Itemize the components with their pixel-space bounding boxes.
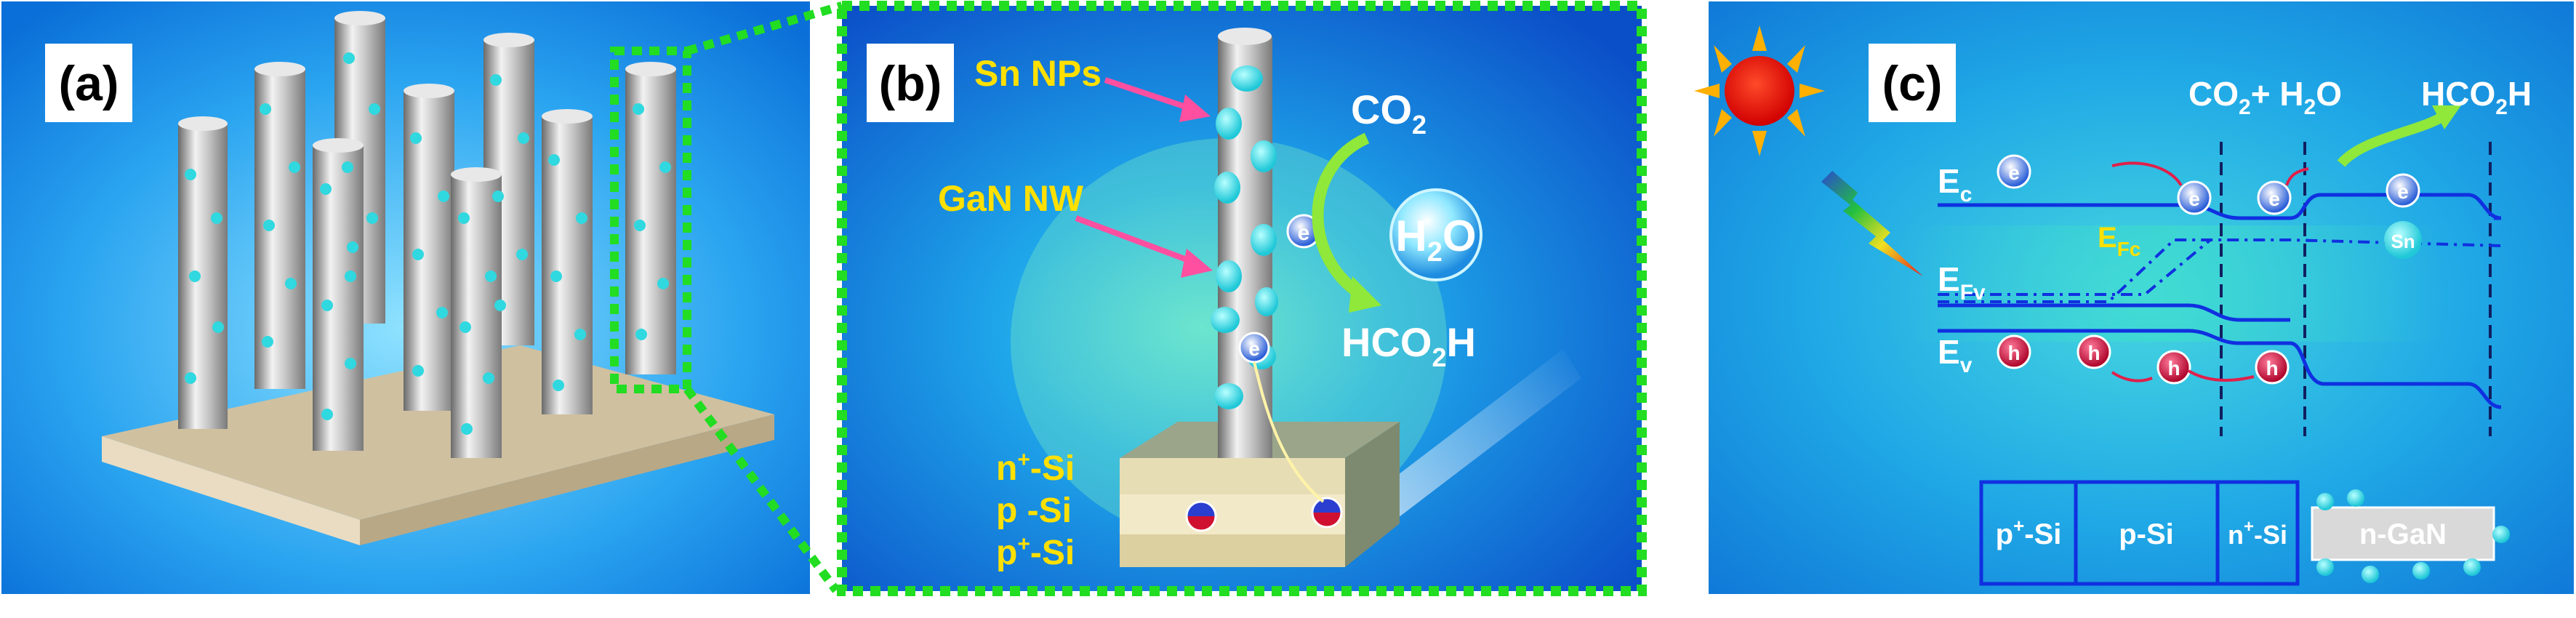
band-electrons: e e e e (1997, 154, 2420, 215)
svg-text:e: e (1298, 221, 1310, 245)
gan-nw-label: GaN NW (938, 178, 1084, 219)
band-diagram (1938, 193, 2502, 409)
reaction-electron: e (1286, 214, 1321, 249)
ev-label: Ev (1938, 333, 1973, 377)
svg-text:h: h (2087, 342, 2100, 364)
valence-band (1938, 329, 2502, 409)
svg-text:h: h (2007, 342, 2020, 364)
reaction-arrow (1312, 132, 1371, 303)
layer-label-p-plus: p+-Si (996, 532, 1075, 572)
co2-h2o-label: CO2+ H2O (2188, 75, 2342, 119)
band-lower-edge (1938, 303, 2290, 322)
box-n-plus-label: n+-Si (2228, 517, 2287, 550)
panel-c: e e e e Sn h h h h (1694, 1, 2574, 594)
panel-c-label: (c) (1882, 56, 1942, 111)
panel-c-label-box (1869, 44, 1956, 122)
sn-particle: Sn (2384, 221, 2422, 259)
conduction-band (1938, 193, 2502, 220)
panel-a: (a) (1, 1, 810, 594)
electron-hole-pair-2 (1311, 497, 1343, 529)
layer-label-p: p -Si (996, 491, 1072, 530)
ec-label: Ec (1938, 162, 1972, 206)
reaction-arrow-c (2337, 111, 2446, 167)
efc-line (1938, 238, 2502, 303)
panel-a-label-box (45, 44, 132, 122)
gan-nw-arrow (1075, 215, 1194, 265)
panel-b-label-box (867, 44, 954, 122)
box-n-plus-si (2215, 480, 2300, 586)
nanowire-array (178, 11, 676, 458)
quasi-fermi-levels (1938, 238, 2502, 303)
panel-b-border (837, 1, 1647, 596)
svg-text:h: h (2167, 357, 2180, 380)
device-structure (1979, 480, 2510, 586)
svg-text:Sn: Sn (2391, 230, 2415, 252)
box-n-gan (2311, 506, 2495, 561)
sn-nanoparticles (185, 52, 671, 435)
zoom-line-bottom (683, 386, 840, 593)
block-side (1345, 422, 1400, 567)
panel-a-label: (a) (58, 56, 119, 111)
light-bolt-icon (1821, 171, 1923, 276)
svg-text:e: e (2188, 188, 2200, 210)
wire-electron: e (1238, 332, 1270, 364)
panel-b: e e H2O CO2 HCO2H Sn NPs GaN NW n+-Si p … (837, 1, 1647, 596)
box-n-gan-label: n-GaN (2359, 518, 2447, 550)
water-bubble (1389, 188, 1482, 281)
efc-label: EFc (2098, 222, 2140, 260)
hco2h-label-c: HCO2H (2421, 75, 2532, 119)
co2-label: CO2 (1351, 87, 1427, 140)
svg-text:e: e (2397, 180, 2409, 203)
svg-text:h: h (2266, 357, 2278, 380)
sun-icon (1694, 25, 1825, 156)
box-p-plus-label: p+-Si (1996, 515, 2062, 550)
electron-path (1253, 361, 1325, 503)
sn-nps-arrow (1104, 77, 1194, 112)
svg-text:e: e (1248, 337, 1260, 360)
h2o-label: H2O (1395, 212, 1476, 268)
efv-line (1938, 238, 2212, 296)
layer-p-plus-si (1120, 534, 1345, 567)
box-p-label: p-Si (2119, 518, 2174, 550)
zoom-box (610, 47, 691, 393)
electron-hole-pair-1 (1185, 500, 1217, 532)
hco2h-label: HCO2H (1341, 319, 1476, 372)
efv-label: EFv (1938, 260, 1986, 305)
layer-p-si (1120, 494, 1345, 534)
layer-label-n-plus: n+-Si (996, 448, 1075, 488)
svg-text:e: e (2008, 161, 2020, 184)
sn-nps-label: Sn NPs (974, 53, 1102, 94)
svg-text:e: e (2268, 188, 2280, 210)
panel-b-label: (b) (879, 56, 942, 111)
carrier-arrows (2111, 161, 2309, 382)
zoom-line-top (686, 1, 843, 55)
band-holes: h h h h (1997, 334, 2290, 385)
